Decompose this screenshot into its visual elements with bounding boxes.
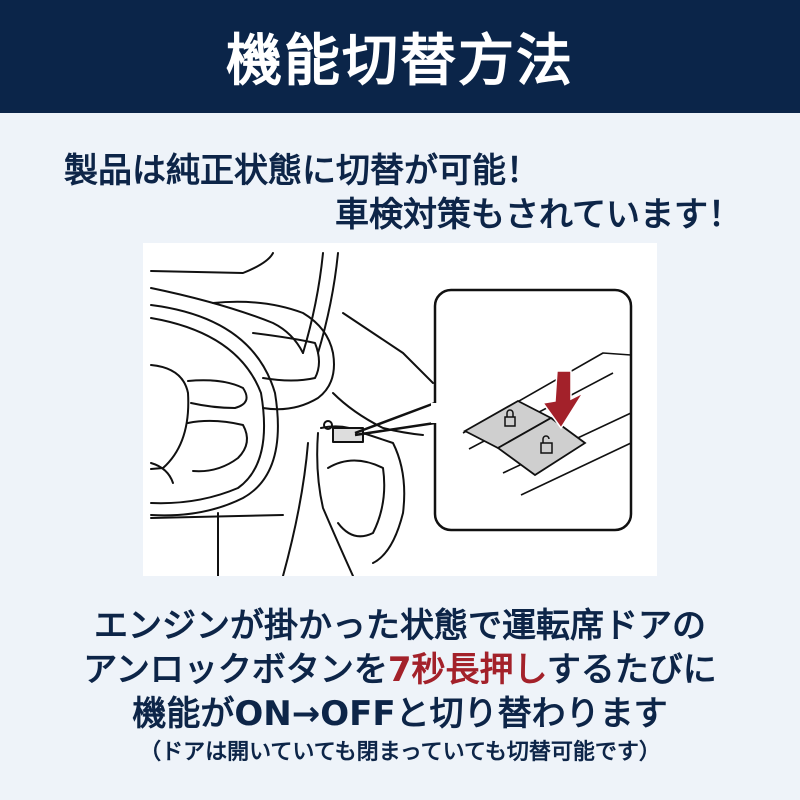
instruction-note: （ドアは開いていても閉まっていても切替可能です）	[139, 740, 661, 765]
lock-icon	[504, 409, 516, 427]
subtitle-line-2: 車検対策もされています！	[335, 195, 742, 235]
header-banner: 機能切替方法	[0, 0, 800, 113]
unlock-icon	[540, 435, 553, 454]
subtitle-line-1: 製品は純正状態に切替が可能！	[64, 151, 540, 191]
instruction-line-2-pre: アンロックボタンを	[83, 650, 388, 690]
highlight-duration: 7秒長押し	[387, 650, 547, 690]
press-arrow-icon	[541, 370, 586, 430]
page-title: 機能切替方法	[226, 29, 574, 94]
dashboard-illustration	[143, 243, 657, 576]
dashboard-drawing	[150, 252, 633, 576]
instructions: エンジンが掛かった状態で運転席ドアの アンロックボタンを7秒長押しするたびに 機…	[0, 604, 800, 768]
instruction-line-1: エンジンが掛かった状態で運転席ドアの	[94, 606, 706, 646]
instruction-line-2: アンロックボタンを7秒長押しするたびに	[0, 648, 800, 692]
instruction-line-2-post: するたびに	[546, 650, 717, 690]
instruction-line-3: 機能がON→OFFと切り替わります	[132, 694, 668, 734]
